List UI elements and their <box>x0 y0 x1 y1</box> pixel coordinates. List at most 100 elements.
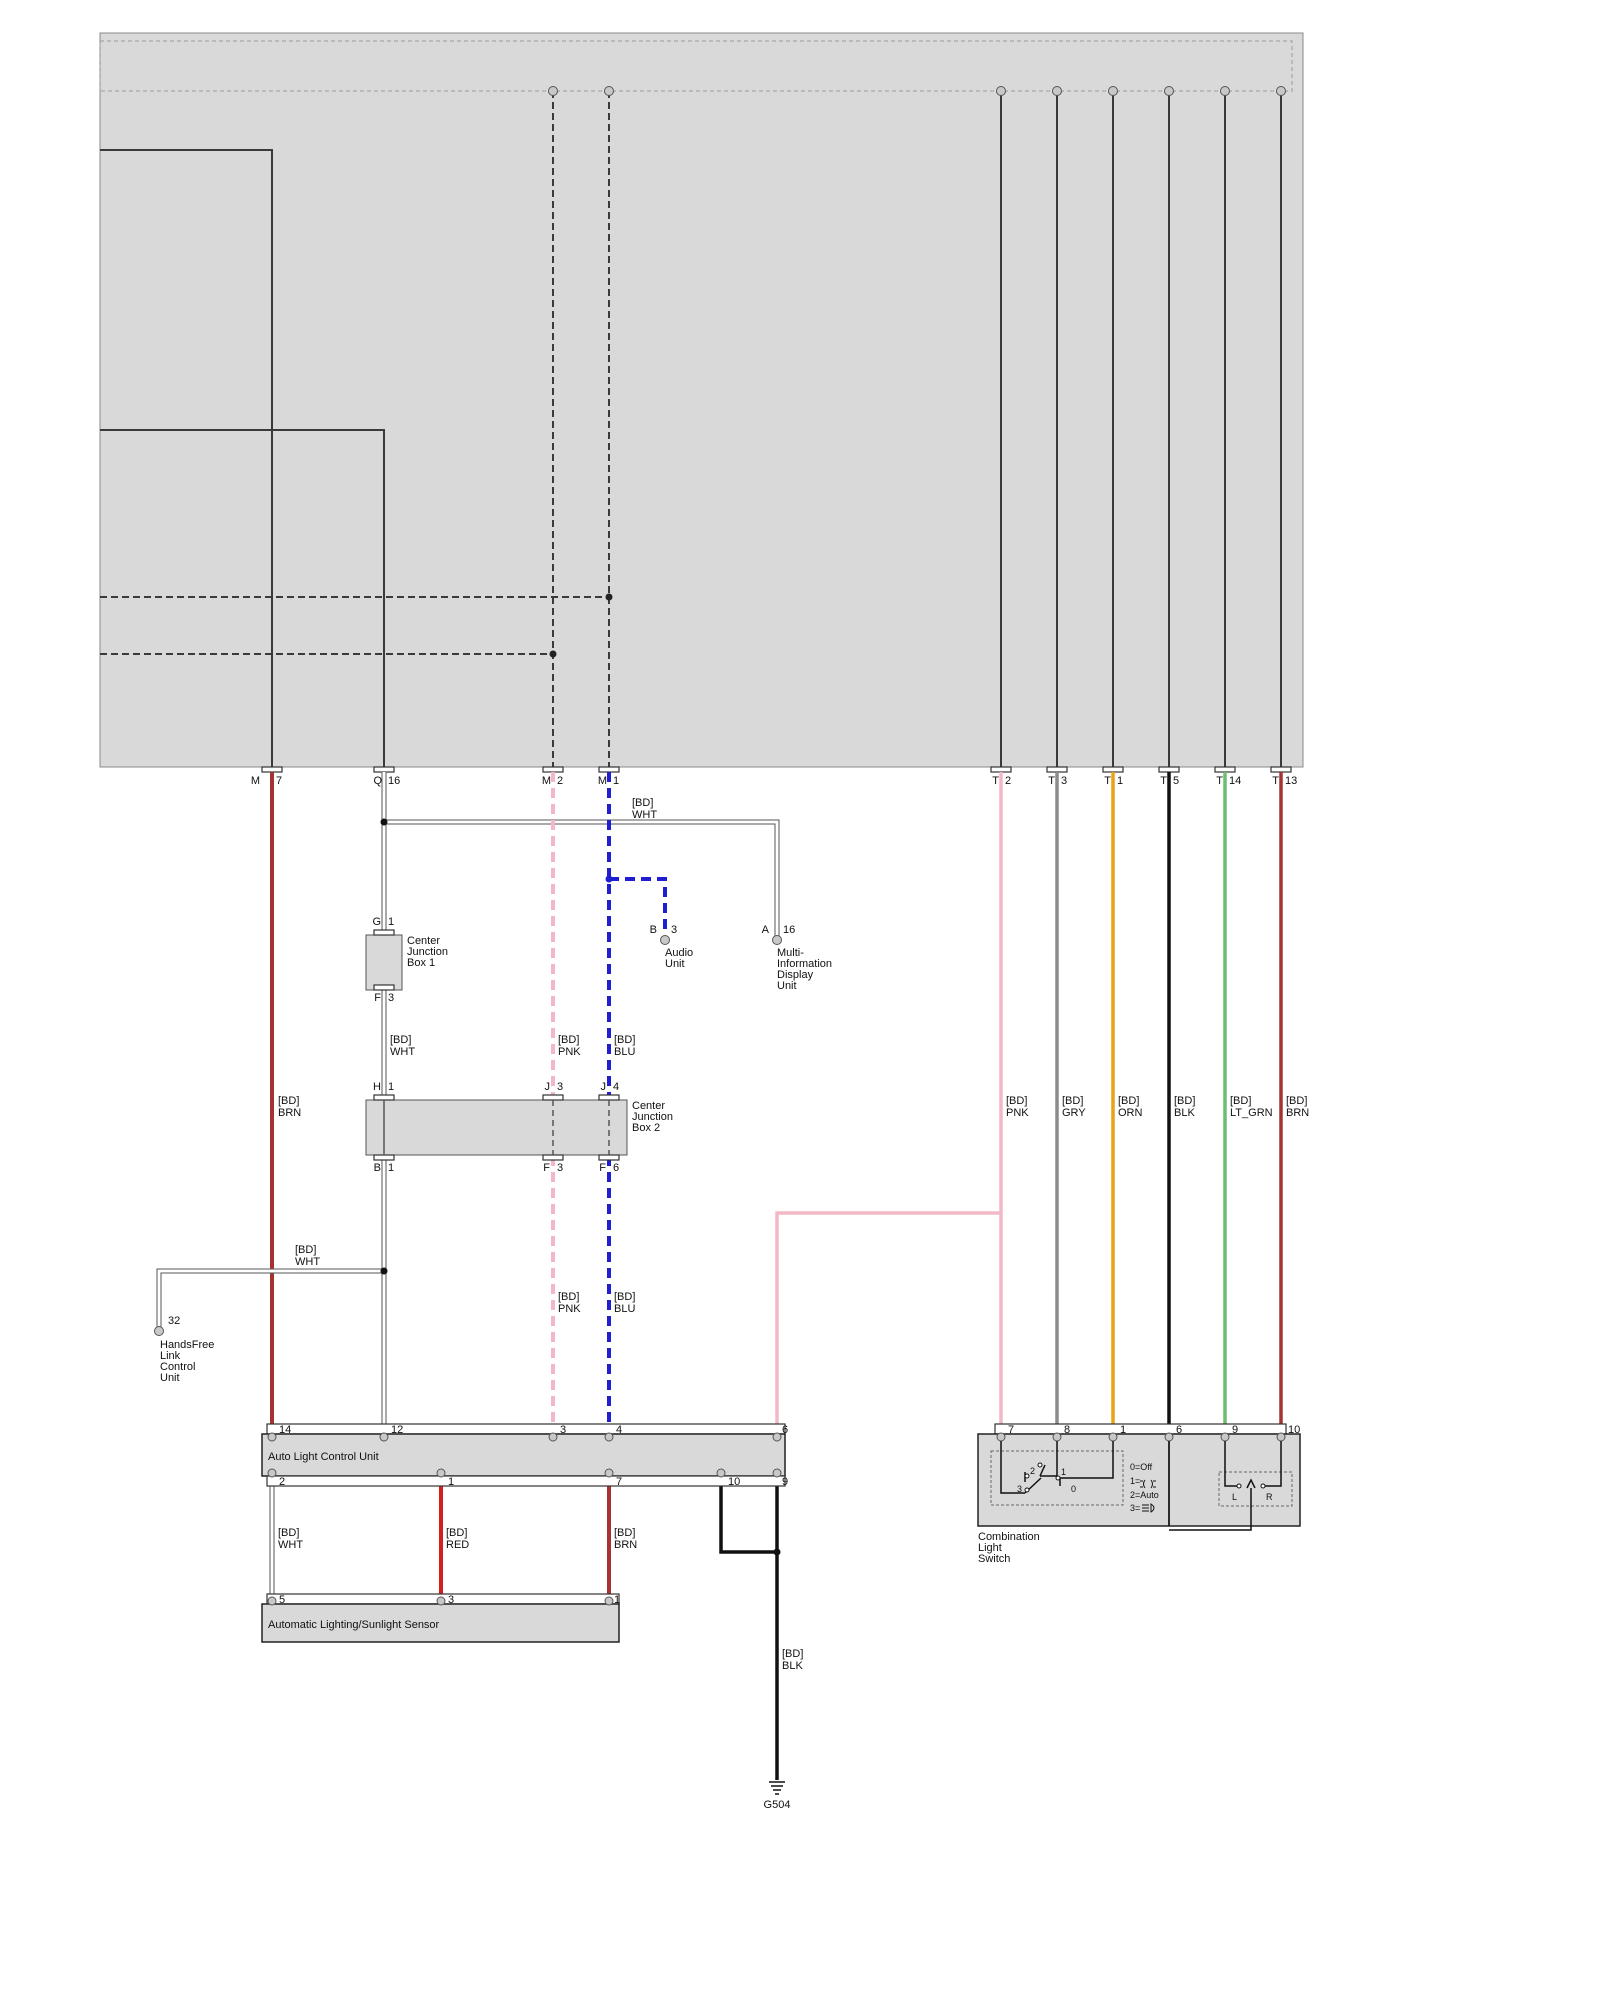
wire-color-label: PNK <box>558 1046 581 1058</box>
pin-number-label: 16 <box>783 924 795 936</box>
cls-pos-label: 1 <box>1061 1467 1066 1477</box>
mid-unit-name: Display <box>777 969 814 981</box>
wire-color-label: WHT <box>390 1046 415 1058</box>
alcu-pin-terminals <box>267 1432 782 1478</box>
cjb2-name: Junction <box>632 1111 673 1123</box>
wire-color-label: WHT <box>632 809 657 821</box>
pin-conn-label: F <box>543 1162 550 1174</box>
splice-dot <box>605 875 613 883</box>
cls-turn-frame <box>1218 1471 1293 1507</box>
alcu-bottom-pin: 2 <box>279 1476 285 1488</box>
wire-code-label: [BD] <box>1174 1095 1195 1107</box>
pin-conn-label: M <box>251 775 260 787</box>
mid-unit-terminal <box>772 935 782 945</box>
pin-number-label: 13 <box>1285 775 1297 787</box>
wire-color-label: BLK <box>1174 1107 1195 1119</box>
wire-color-label: ORN <box>1118 1107 1143 1119</box>
handsfree-name: Unit <box>160 1372 180 1384</box>
pin-conn-label: F <box>599 1162 606 1174</box>
pin-conn-label: B <box>650 924 657 936</box>
wire-code-label: [BD] <box>614 1034 635 1046</box>
pin-number-label: 4 <box>613 1081 619 1093</box>
pin-conn-label: M <box>542 775 551 787</box>
wire-color-label: BRN <box>614 1539 637 1551</box>
splice-dot <box>773 1548 781 1556</box>
wire-code-label: [BD] <box>278 1095 299 1107</box>
pin-conn-label: H <box>373 1081 381 1093</box>
pin-conn-label: J <box>545 1081 551 1093</box>
wire-code-label: [BD] <box>295 1244 316 1256</box>
wire-code-label: [BD] <box>1062 1095 1083 1107</box>
cjb1-name: Box 1 <box>407 957 435 969</box>
wire-color-label: PNK <box>1006 1107 1029 1119</box>
pin-number-label: 14 <box>1229 775 1241 787</box>
alcu-top-pin: 3 <box>560 1424 566 1436</box>
alcu-top-pin: 4 <box>616 1424 622 1436</box>
cls-pin: 1 <box>1120 1424 1126 1436</box>
audio-unit-name: Unit <box>665 958 685 970</box>
cls-legend: 2=Auto <box>1130 1490 1159 1500</box>
wire-code-label: [BD] <box>1118 1095 1139 1107</box>
alcu-box <box>261 1433 786 1477</box>
cls-pin: 8 <box>1064 1424 1070 1436</box>
wire-color-label: PNK <box>558 1303 581 1315</box>
cjb1-tab-bottom <box>373 984 395 991</box>
cls-pin: 10 <box>1288 1424 1300 1436</box>
cjb1-name: Center <box>407 935 440 947</box>
sensor-pin: 5 <box>279 1594 285 1606</box>
alcu-name: Auto Light Control Unit <box>268 1451 379 1463</box>
wire-blu-audio-branch <box>609 877 667 935</box>
wire-code-label: [BD] <box>1286 1095 1307 1107</box>
mid-unit-name: Information <box>777 958 832 970</box>
cjb1-tab-top <box>373 929 395 936</box>
cls-pin: 6 <box>1176 1424 1182 1436</box>
sensor-name: Automatic Lighting/Sunlight Sensor <box>268 1619 440 1631</box>
pin-conn-label: A <box>762 924 770 936</box>
wire-color-label: LT_GRN <box>1230 1107 1273 1119</box>
pin-number-label: 1 <box>1117 775 1123 787</box>
wire-code-label: [BD] <box>278 1527 299 1539</box>
wire-code-label: [BD] <box>614 1291 635 1303</box>
pin-conn-label: M <box>598 775 607 787</box>
pin-number-label: 1 <box>613 775 619 787</box>
wire-color-label: BLU <box>614 1046 635 1058</box>
pin-conn-label: T <box>1048 775 1055 787</box>
audio-unit-name: Audio <box>665 947 693 959</box>
pin-conn-label: G <box>372 916 381 928</box>
headlight-icon <box>1142 1503 1155 1513</box>
ground-name: G504 <box>764 1799 791 1811</box>
pin-number-label: 2 <box>1005 775 1011 787</box>
alcu-bottom-pin: 10 <box>728 1476 740 1488</box>
cls-legend: 0=Off <box>1130 1462 1153 1472</box>
alcu-top-strip <box>266 1423 786 1435</box>
wire-color-label: RED <box>446 1539 469 1551</box>
pin-number-label: 3 <box>671 924 677 936</box>
internal-line-q16 <box>100 429 385 767</box>
wire-code-label: [BD] <box>782 1648 803 1660</box>
pin-conn-label: Q <box>373 775 382 787</box>
sensor-pin-terminals <box>267 1596 614 1606</box>
pin-conn-label: T <box>1104 775 1111 787</box>
parking-light-icon <box>1140 1479 1156 1489</box>
cls-box <box>977 1433 1301 1527</box>
ground-symbol <box>769 1781 785 1795</box>
pin-number-label: 1 <box>388 916 394 928</box>
sensor-pin: 1 <box>614 1594 620 1606</box>
handsfree-name: Control <box>160 1361 195 1373</box>
cls-pos-label: 0 <box>1071 1484 1076 1494</box>
wire-code-label: [BD] <box>1006 1095 1027 1107</box>
wire-code-label: [BD] <box>390 1034 411 1046</box>
cls-pin: 9 <box>1232 1424 1238 1436</box>
wire-code-label: [BD] <box>614 1527 635 1539</box>
internal-line-m7 <box>100 149 273 767</box>
wire-color-label: BLK <box>782 1660 803 1672</box>
cls-legend: 3= <box>1130 1503 1140 1513</box>
pin-number-label: 3 <box>557 1162 563 1174</box>
pin-conn-label: J <box>601 1081 607 1093</box>
mid-unit-name: Multi- <box>777 947 804 959</box>
sensor-box <box>261 1603 620 1643</box>
cjb2-box <box>365 1099 628 1156</box>
pin-number-label: 16 <box>388 775 400 787</box>
cjb2-name: Box 2 <box>632 1122 660 1134</box>
